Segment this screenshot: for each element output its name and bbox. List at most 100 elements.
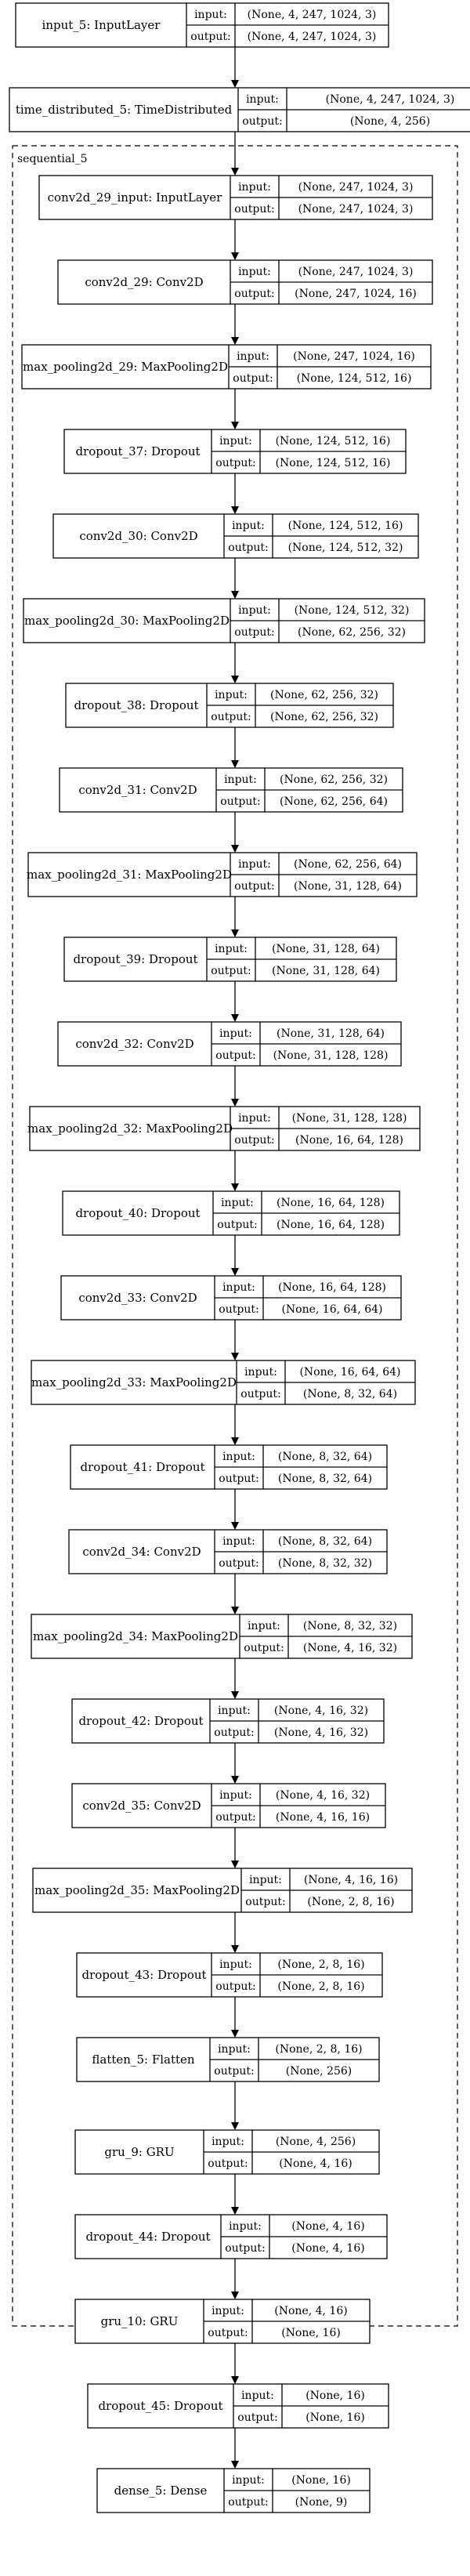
output-label: output:	[190, 31, 230, 43]
arrow-head	[231, 2461, 239, 2469]
arrow-head	[231, 337, 239, 345]
output-shape: (None, 4, 16, 16)	[276, 1811, 370, 1824]
input-shape: (None, 247, 1024, 16)	[293, 350, 415, 363]
layer-name: dropout_39: Dropout	[73, 952, 197, 966]
output-label: output:	[225, 2242, 265, 2255]
input-label: input:	[222, 1535, 255, 1548]
input-shape: (None, 8, 32, 64)	[278, 1451, 372, 1463]
arrow-head	[231, 1607, 239, 1614]
input-label: input:	[221, 1197, 254, 1209]
output-label: output:	[219, 1303, 258, 1316]
layer-name: dropout_43: Dropout	[81, 1968, 206, 1982]
output-shape: (None, 9)	[295, 2496, 348, 2509]
arrow-head	[231, 2122, 239, 2130]
layer-name: dropout_45: Dropout	[98, 2399, 222, 2413]
input-shape: (None, 4, 16)	[274, 2305, 347, 2317]
layer-name: gru_9: GRU	[104, 2145, 174, 2159]
input-label: input:	[219, 1027, 252, 1040]
layer-node-max-pooling2d-30: max_pooling2d_30: MaxPooling2D input: outp…	[23, 598, 425, 643]
output-shape: (None, 8, 32, 32)	[278, 1557, 372, 1570]
output-label: output:	[214, 2065, 254, 2078]
input-label: input:	[224, 774, 257, 786]
input-label: input:	[212, 2136, 244, 2148]
layer-name: gru_10: GRU	[101, 2314, 179, 2328]
output-shape: (None, 124, 512, 16)	[276, 457, 391, 469]
output-label: output:	[215, 1811, 255, 1824]
layer-node-max-pooling2d-32: max_pooling2d_32: MaxPooling2Dinput:outp…	[27, 1106, 421, 1151]
arrow-head	[231, 1099, 239, 1107]
input-label: input:	[215, 689, 248, 701]
output-shape: (None, 16)	[281, 2327, 341, 2339]
output-label: output:	[220, 795, 260, 808]
input-shape: (None, 62, 256, 32)	[280, 774, 388, 786]
layer-name: dropout_44: Dropout	[85, 2230, 210, 2244]
arrow-head	[231, 1353, 239, 1360]
arrow-head	[231, 1522, 239, 1530]
cluster-label: sequential_5	[17, 153, 88, 165]
input-shape: (None, 8, 32, 32)	[303, 1620, 397, 1632]
input-shape: (None, 247, 1024, 3)	[298, 181, 414, 194]
input-shape: (None, 31, 128, 64)	[272, 943, 380, 955]
arrow-head	[231, 929, 239, 937]
input-label: input:	[238, 858, 271, 871]
arrow-head	[231, 1945, 239, 1953]
output-shape: (None, 256)	[286, 2065, 352, 2078]
arrow-head	[231, 168, 239, 176]
layer-name: conv2d_32: Conv2D	[75, 1037, 193, 1051]
input-shape: (None, 124, 512, 16)	[276, 435, 391, 447]
output-label: output:	[242, 115, 282, 128]
input-label: input:	[194, 9, 227, 21]
layer-name: time_distributed_5: TimeDistributed	[16, 103, 233, 117]
layer-name: max_pooling2d_35: MaxPooling2D	[34, 1883, 240, 1897]
output-shape: (None, 124, 512, 16)	[297, 372, 412, 385]
output-shape: (None, 4, 256)	[350, 115, 430, 128]
input-shape: (None, 4, 16, 32)	[276, 1789, 370, 1802]
layer-name: dropout_38: Dropout	[74, 698, 198, 712]
input-label: input:	[238, 604, 271, 617]
input-label: input:	[238, 181, 271, 194]
layer-name: max_pooling2d_30: MaxPooling2D	[24, 614, 230, 628]
layer-node-dropout-43: dropout_43: Dropout input: output: (None, 2…	[76, 1952, 383, 1998]
layer-name: conv2d_31: Conv2D	[78, 783, 197, 797]
input-shape: (None, 2, 8, 16)	[275, 2043, 362, 2056]
sequential-cluster	[12, 145, 458, 2327]
layer-name: conv2d_29_input: InputLayer	[48, 190, 223, 205]
output-shape: (None, 16, 64, 128)	[277, 1219, 385, 1231]
arrow-head	[231, 1014, 239, 1022]
layer-node-conv2d-29-input: conv2d_29_input: InputLayerinput:output:…	[38, 175, 433, 220]
output-label: output:	[219, 1557, 258, 1570]
arrow-head	[231, 422, 239, 429]
output-shape: (None, 2, 8, 16)	[307, 1896, 394, 1908]
layer-name: max_pooling2d_31: MaxPooling2D	[27, 868, 232, 882]
layer-node-conv2d-31: conv2d_31: Conv2D input: output: (None, 62,…	[59, 767, 403, 813]
input-shape: (None, 124, 512, 32)	[295, 604, 410, 617]
input-label: input:	[219, 1958, 252, 1971]
output-shape: (None, 247, 1024, 16)	[295, 288, 417, 300]
output-shape: (None, 16, 64, 64)	[281, 1303, 382, 1316]
output-label: output:	[233, 372, 273, 385]
layer-node-max-pooling2d-29: max_pooling2d_29: MaxPooling2Dinput:outp…	[21, 344, 432, 389]
layer-name: max_pooling2d_29: MaxPooling2D	[23, 360, 228, 374]
layer-node-max-pooling2d-34: max_pooling2d_34: MaxPooling2Dinput:outp…	[31, 1614, 413, 1659]
output-shape: (None, 8, 32, 64)	[278, 1473, 372, 1485]
layer-name: conv2d_35: Conv2D	[82, 1799, 201, 1813]
layer-name: conv2d_29: Conv2D	[85, 275, 203, 289]
input-label: input:	[219, 435, 252, 447]
input-shape: (None, 2, 8, 16)	[277, 1958, 364, 1971]
arrow-head	[231, 1691, 239, 1699]
output-label: output:	[234, 626, 274, 639]
output-label: output:	[215, 1980, 255, 1993]
output-shape: (None, 4, 16, 32)	[303, 1642, 397, 1654]
output-shape: (None, 8, 32, 64)	[303, 1388, 397, 1400]
output-label: output:	[237, 2411, 277, 2424]
arrow-head	[231, 252, 239, 260]
layer-name: conv2d_30: Conv2D	[79, 529, 197, 543]
